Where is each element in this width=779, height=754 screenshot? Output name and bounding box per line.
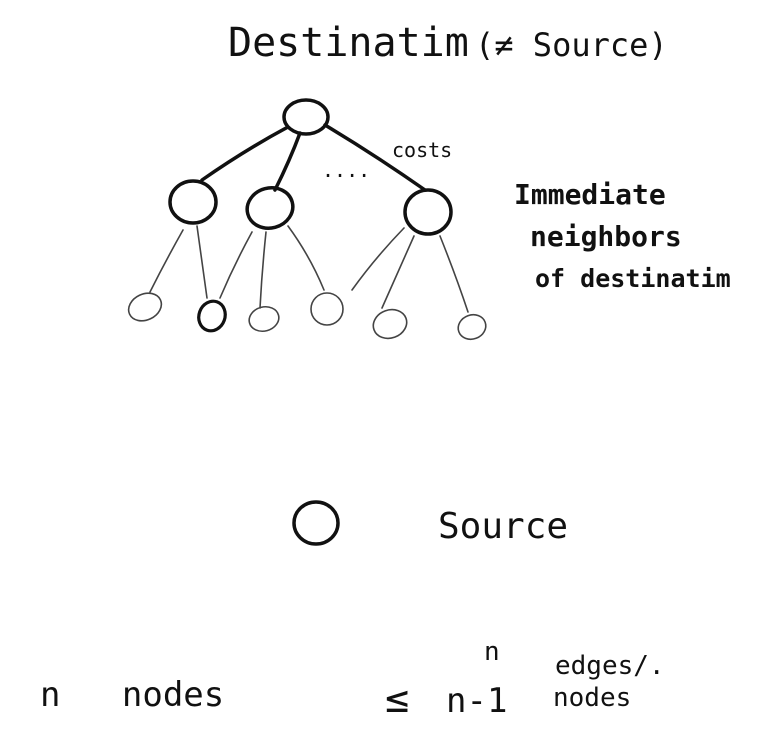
leaf-nodes	[127, 292, 487, 341]
tree-edges	[200, 123, 427, 192]
leaf-node-2	[197, 299, 227, 333]
leaf-node-6	[457, 313, 487, 341]
source-node	[292, 500, 340, 546]
bottom-relation: n nodes ≤ n-1 n edges/. nodes	[40, 637, 665, 722]
edge-root-n1	[200, 125, 290, 182]
destination-node	[282, 98, 330, 136]
leaf-node-3	[248, 305, 280, 333]
superscript-n: n	[484, 637, 500, 667]
costs-label: costs	[392, 138, 452, 162]
neighbor-node-2	[245, 186, 295, 230]
edge-n2-leaf2	[219, 231, 253, 299]
edge-n1-leaf2	[196, 225, 208, 299]
leaf-node-1	[127, 292, 163, 322]
neighbor-node-3	[403, 188, 453, 236]
edge-n3-leaf6	[439, 235, 469, 313]
leq-symbol: ≤	[385, 676, 409, 722]
nodes-label: nodes	[553, 683, 631, 713]
leaf-node-4	[310, 292, 344, 326]
n-nodes-label: n nodes	[40, 675, 224, 715]
ellipsis-label: ....	[322, 158, 370, 182]
edge-n3-leaf4	[351, 227, 405, 291]
edge-n1-leaf1	[149, 229, 184, 293]
immediate-neighbor-nodes	[168, 179, 453, 236]
edge-n3-leaf5	[381, 235, 415, 309]
edge-n2-leaf3	[259, 231, 267, 309]
edge-root-n2	[273, 131, 302, 192]
neighbor-node-1	[168, 179, 218, 225]
leaf-node-5	[372, 308, 408, 340]
edges-label: edges/.	[555, 651, 665, 681]
edge-root-n3	[323, 123, 427, 192]
destination-title: Destinatim	[228, 20, 469, 66]
edge-n2-leaf4	[287, 225, 325, 291]
not-source-label: (≠ Source)	[475, 26, 668, 64]
n-minus-1-label: n-1	[446, 681, 507, 721]
second-level-edges	[149, 225, 469, 313]
neighbors-annotation: Immediate neighbors of destinatim	[514, 178, 731, 293]
source-label: Source	[438, 506, 568, 547]
neighbors-line-1: Immediate	[514, 178, 666, 211]
neighbors-line-3: of destinatim	[535, 264, 731, 293]
neighbors-line-2: neighbors	[530, 220, 682, 253]
